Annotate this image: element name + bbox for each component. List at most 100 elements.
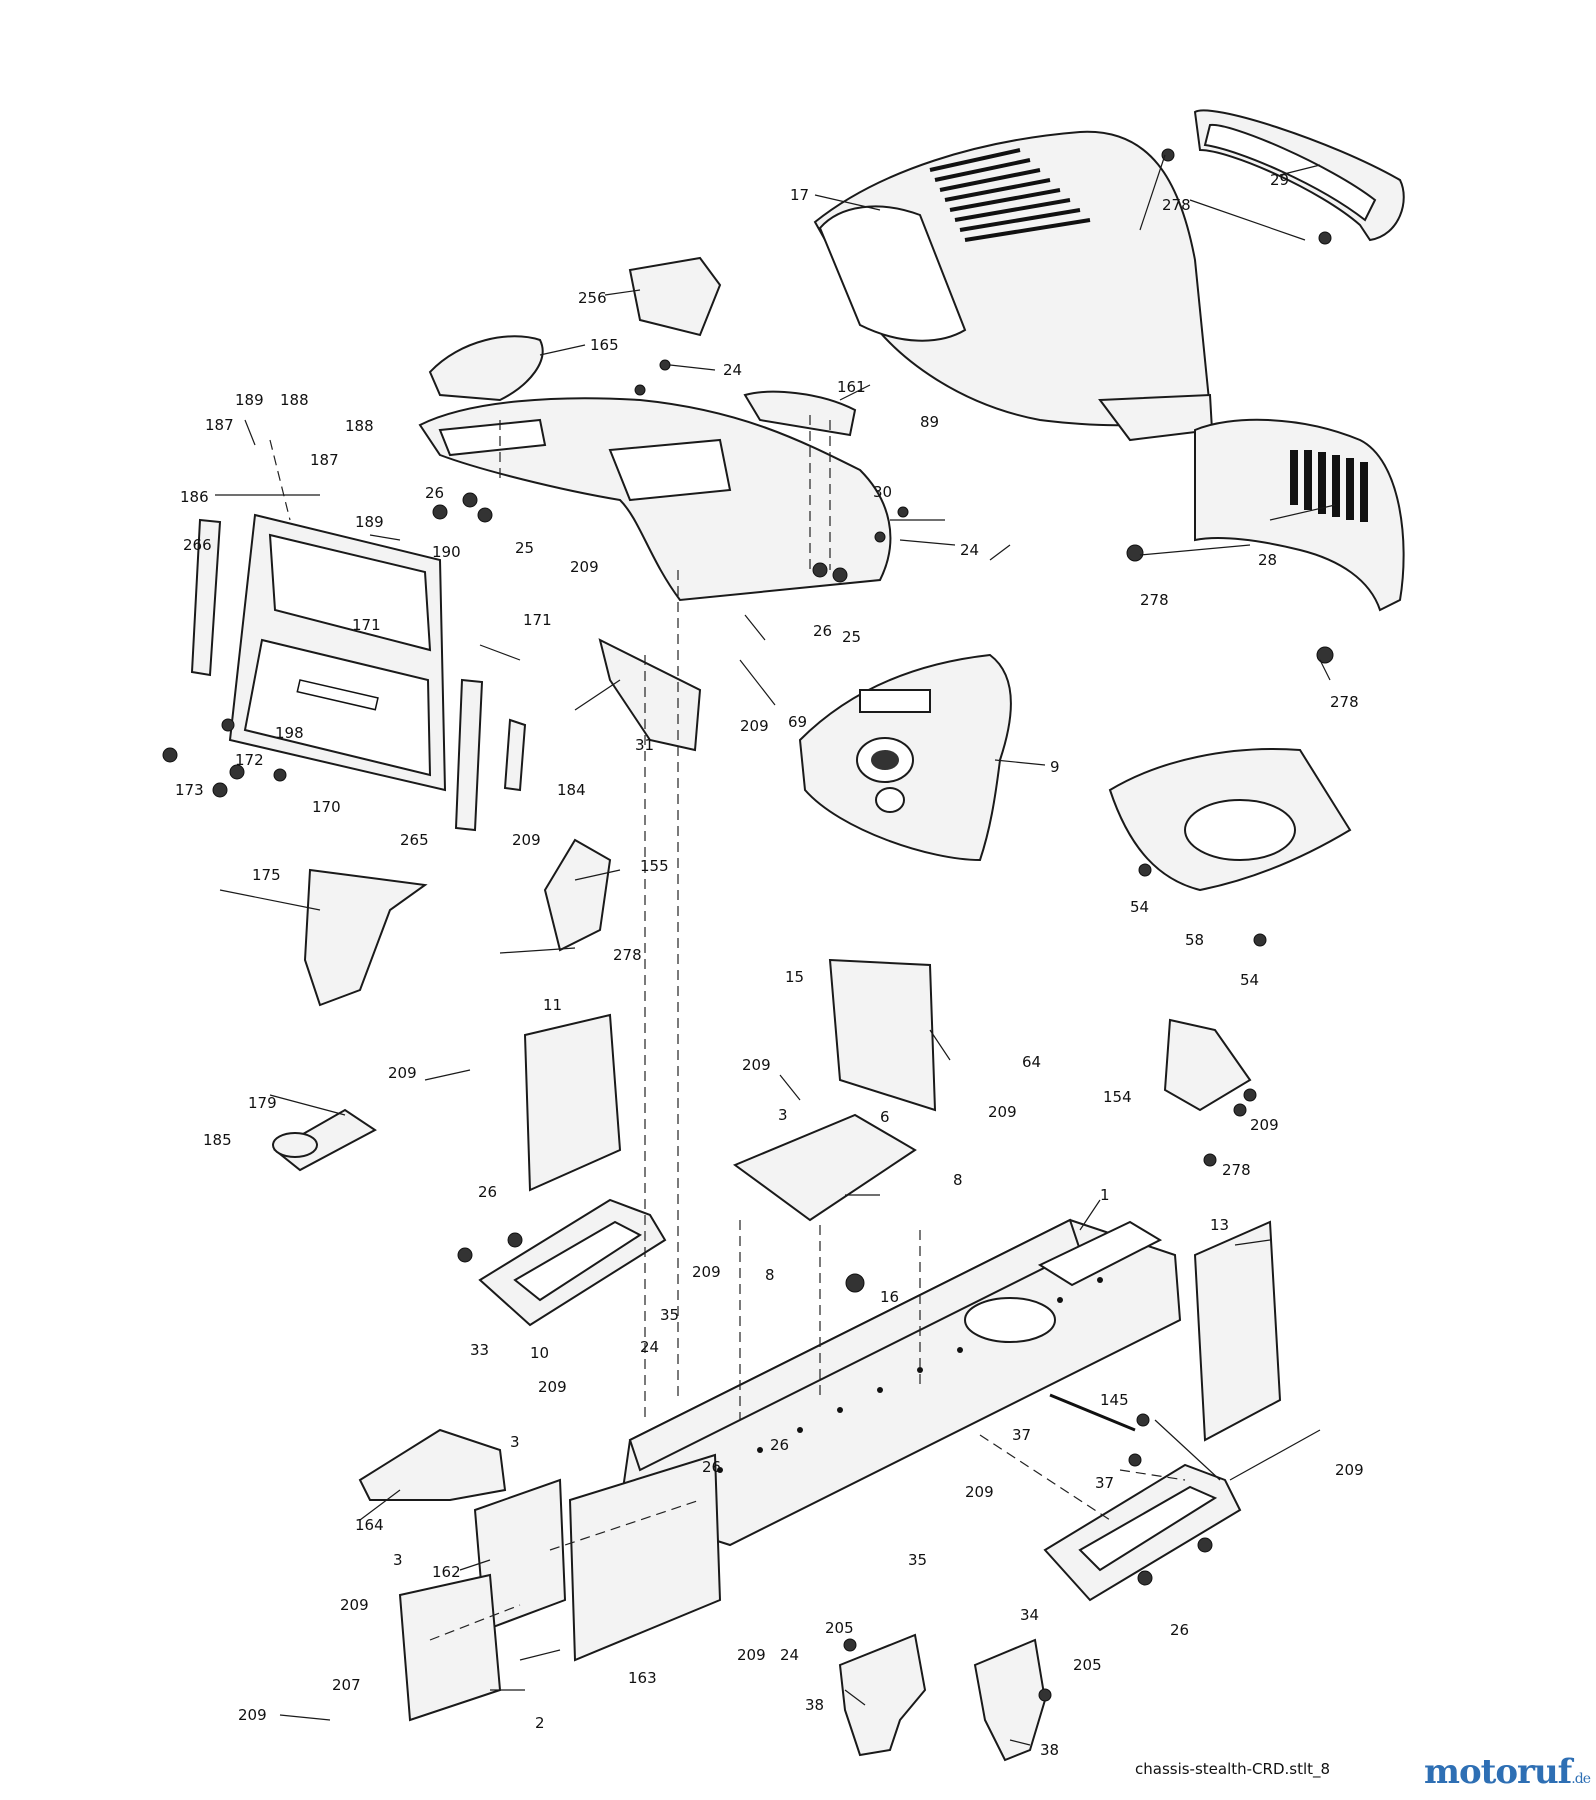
- part-label-209: 209: [742, 1056, 771, 1074]
- part-label-175: 175: [252, 866, 281, 884]
- part-label-173: 173: [175, 781, 204, 799]
- part-label-26: 26: [813, 622, 832, 640]
- part-label-69: 69: [788, 713, 807, 731]
- part-label-9: 9: [1050, 758, 1060, 776]
- part-label-89: 89: [920, 413, 939, 431]
- part-label-11: 11: [543, 996, 562, 1014]
- part-label-207: 207: [332, 1676, 361, 1694]
- part-label-24: 24: [640, 1338, 659, 1356]
- part-label-209: 209: [538, 1378, 567, 1396]
- part-label-209: 209: [340, 1596, 369, 1614]
- part-label-3: 3: [393, 1551, 403, 1569]
- part-label-189: 189: [235, 391, 264, 409]
- bracket-part-154: [1163, 1018, 1252, 1112]
- bracket-part-175: [303, 868, 428, 1007]
- part-label-38: 38: [805, 1696, 824, 1714]
- assembly-lines: [269, 415, 1186, 1641]
- part-label-179: 179: [248, 1094, 277, 1112]
- part-label-13: 13: [1210, 1216, 1229, 1234]
- bracket-part-38a: [838, 1633, 927, 1757]
- part-label-8: 8: [765, 1266, 775, 1284]
- part-label-17: 17: [790, 186, 809, 204]
- brand-suffix: .de: [1571, 1771, 1591, 1787]
- part-label-205: 205: [1073, 1656, 1102, 1674]
- part-label-209: 209: [512, 831, 541, 849]
- knob-part-185: [272, 1132, 318, 1158]
- part-label-209: 209: [388, 1064, 417, 1082]
- plate-part-6: [732, 1113, 917, 1222]
- part-label-209: 209: [238, 1706, 267, 1724]
- part-label-28: 28: [1258, 551, 1277, 569]
- grille-slots: [1290, 450, 1368, 522]
- part-label-209: 209: [740, 717, 769, 735]
- part-label-205: 205: [825, 1619, 854, 1637]
- part-label-25: 25: [515, 539, 534, 557]
- part-label-170: 170: [312, 798, 341, 816]
- part-label-186: 186: [180, 488, 209, 506]
- dash-panel-part-30: [418, 397, 892, 602]
- bracket-part-155: [543, 838, 612, 952]
- part-label-171: 171: [523, 611, 552, 629]
- frame-part-1: [618, 1218, 1182, 1547]
- part-label-278: 278: [1140, 591, 1169, 609]
- part-label-172: 172: [235, 751, 264, 769]
- part-label-37: 37: [1095, 1474, 1114, 1492]
- frame-holes: [717, 1277, 1103, 1473]
- part-label-165: 165: [590, 336, 619, 354]
- part-label-209: 209: [570, 558, 599, 576]
- part-label-38: 38: [1040, 1741, 1059, 1759]
- part-label-161: 161: [837, 378, 866, 396]
- strip-part-265: [454, 678, 484, 832]
- part-label-188: 188: [280, 391, 309, 409]
- part-label-188: 188: [345, 417, 374, 435]
- part-label-10: 10: [530, 1344, 549, 1362]
- part-label-209: 209: [1335, 1461, 1364, 1479]
- part-label-16: 16: [880, 1288, 899, 1306]
- part-label-209: 209: [737, 1646, 766, 1664]
- cover-part-89: [743, 390, 857, 437]
- part-label-278: 278: [1330, 693, 1359, 711]
- bracket-part-184: [503, 718, 527, 792]
- bracket-part-38b: [973, 1638, 1047, 1762]
- part-label-265: 265: [400, 831, 429, 849]
- part-label-54: 54: [1130, 898, 1149, 916]
- part-label-198: 198: [275, 724, 304, 742]
- part-label-30: 30: [873, 483, 892, 501]
- part-label-155: 155: [640, 857, 669, 875]
- bracket-part-31: [598, 638, 702, 752]
- bumper-part-29: [1193, 109, 1405, 242]
- part-label-35: 35: [908, 1551, 927, 1569]
- part-labels: 17 29 278 256 165 24 161 89 189 188 187 …: [175, 171, 1364, 1759]
- part-label-33: 33: [470, 1341, 489, 1359]
- part-label-162: 162: [432, 1563, 461, 1581]
- part-label-25: 25: [842, 628, 861, 646]
- hood-part-17: [813, 130, 1214, 442]
- grille-part-28: [1194, 418, 1405, 612]
- part-label-256: 256: [578, 289, 607, 307]
- part-label-8: 8: [953, 1171, 963, 1189]
- part-label-1: 1: [1100, 1186, 1110, 1204]
- plate-part-11: [523, 1013, 622, 1192]
- part-label-164: 164: [355, 1516, 384, 1534]
- part-label-3: 3: [510, 1433, 520, 1451]
- part-label-54: 54: [1240, 971, 1259, 989]
- part-label-24: 24: [723, 361, 742, 379]
- brand-logo[interactable]: motoruf.de: [1424, 1752, 1591, 1792]
- part-label-24: 24: [780, 1646, 799, 1664]
- part-label-15: 15: [785, 968, 804, 986]
- strip-part-266: [190, 518, 222, 677]
- leader-lines: [215, 154, 1336, 1746]
- part-label-64: 64: [1022, 1053, 1041, 1071]
- part-label-209: 209: [988, 1103, 1017, 1121]
- brand-name: motoruf: [1424, 1752, 1572, 1792]
- part-label-278: 278: [1222, 1161, 1251, 1179]
- part-label-190: 190: [432, 543, 461, 561]
- part-label-278: 278: [1162, 196, 1191, 214]
- cover-part-165: [428, 335, 544, 402]
- part-label-187: 187: [205, 416, 234, 434]
- part-label-3: 3: [778, 1106, 788, 1124]
- part-label-34: 34: [1020, 1606, 1039, 1624]
- part-label-26: 26: [702, 1458, 721, 1476]
- rod-part-145: [1049, 1393, 1136, 1432]
